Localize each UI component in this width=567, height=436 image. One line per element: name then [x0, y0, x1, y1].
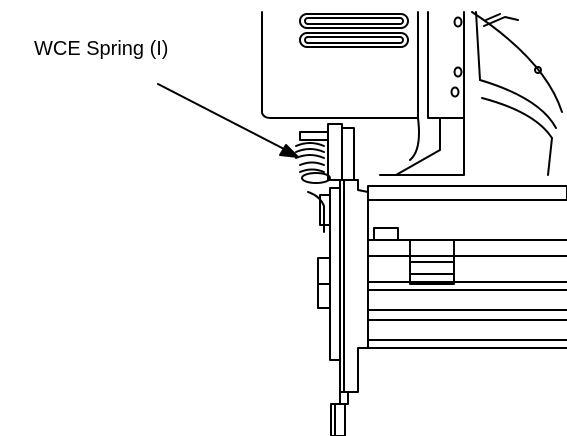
horizontal-rails: [367, 185, 567, 349]
wce-spring: [295, 123, 355, 184]
callout-arrow: [157, 83, 299, 158]
upper-housing: [261, 11, 419, 119]
wce-spring-callout-label: WCE Spring (I): [34, 38, 169, 60]
side-frame: [379, 11, 563, 176]
vertical-plate: [307, 179, 369, 405]
plunger: [330, 403, 346, 436]
